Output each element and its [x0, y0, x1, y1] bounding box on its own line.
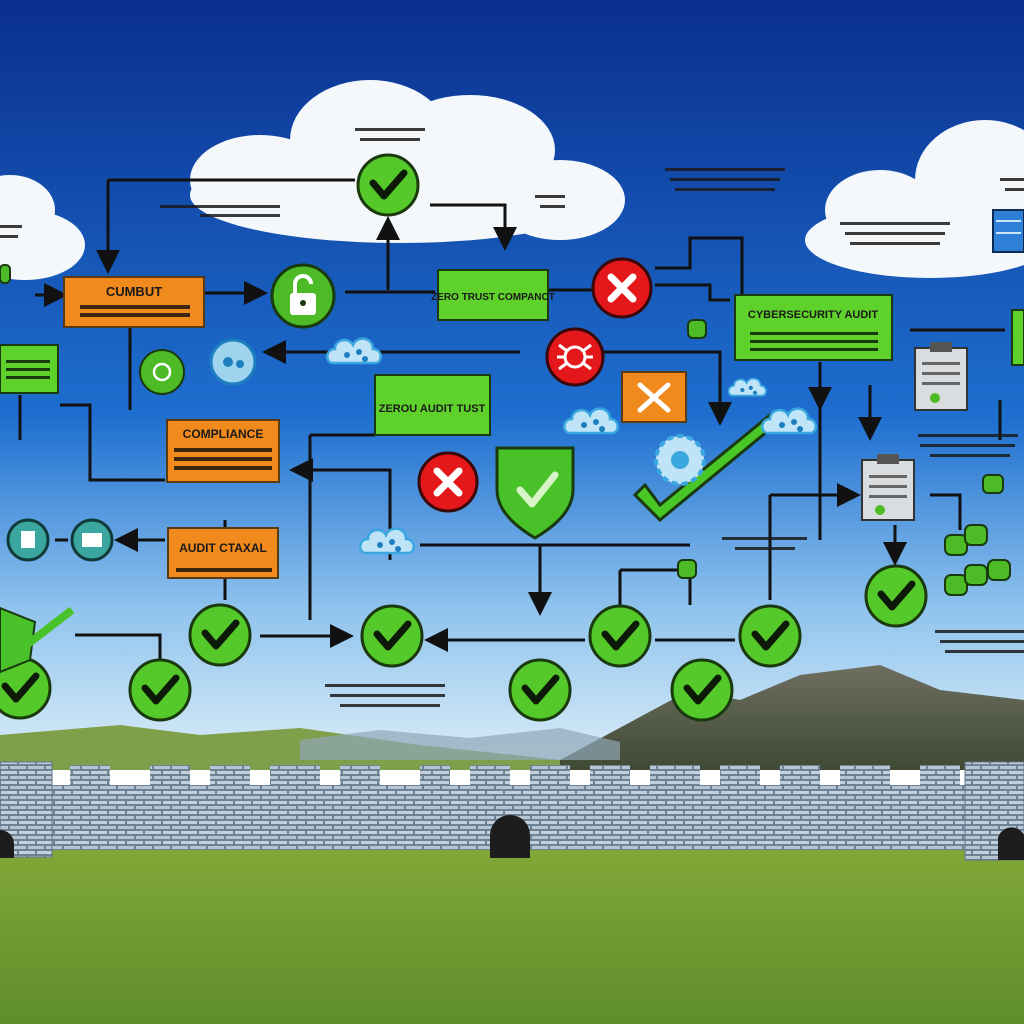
box-left-edge [0, 344, 59, 394]
shield-icon [0, 606, 75, 674]
svg-text:CUMBUT: CUMBUT [106, 284, 162, 299]
box-compliance: COMPLIANCE [166, 419, 280, 483]
cloud-network-icon [209, 338, 257, 386]
svg-text:COMPLIANCE: COMPLIANCE [183, 427, 264, 441]
castle-wall [0, 761, 1024, 861]
bug-check-icon [139, 349, 185, 395]
gate-right [998, 827, 1024, 860]
gate-left [0, 830, 15, 858]
status-dot [0, 264, 1011, 596]
bug-icon [545, 327, 605, 387]
server-icon [992, 209, 1024, 253]
lock-icon [270, 263, 336, 329]
box-audit-orange: AUDIT CTAXAL [167, 527, 279, 579]
shield-check-icon [495, 446, 575, 540]
box-zero-trust: ZERO TRUST COMPANCT [431, 269, 555, 321]
svg-text:AUDIT CTAXAL: AUDIT CTAXAL [179, 541, 267, 555]
box-cybersecurity-audit: CYBERSECURITY AUDIT [734, 294, 893, 361]
box-right-edge [1011, 309, 1024, 366]
window-icon [70, 518, 114, 562]
box-cumbut: CUMBUT [63, 276, 205, 328]
box-zerou-audit: ZEROU AUDIT TUST [374, 374, 491, 436]
box-cross-orange [621, 371, 687, 423]
distant-hills [300, 728, 620, 760]
gear-network-icon [654, 434, 706, 486]
clipboard-icon [861, 342, 968, 521]
connector-lines [18, 178, 1005, 660]
text-block [0, 128, 1024, 707]
mountains-right [560, 665, 1024, 770]
svg-text:CYBERSECURITY AUDIT: CYBERSECURITY AUDIT [748, 309, 878, 321]
cloud-right [805, 120, 1024, 278]
svg-text:ZEROU AUDIT TUST: ZEROU AUDIT TUST [379, 403, 486, 415]
device-icon [6, 518, 50, 562]
svg-text:ZERO TRUST COMPANCT: ZERO TRUST COMPANCT [431, 292, 555, 303]
gate-center [490, 815, 530, 858]
